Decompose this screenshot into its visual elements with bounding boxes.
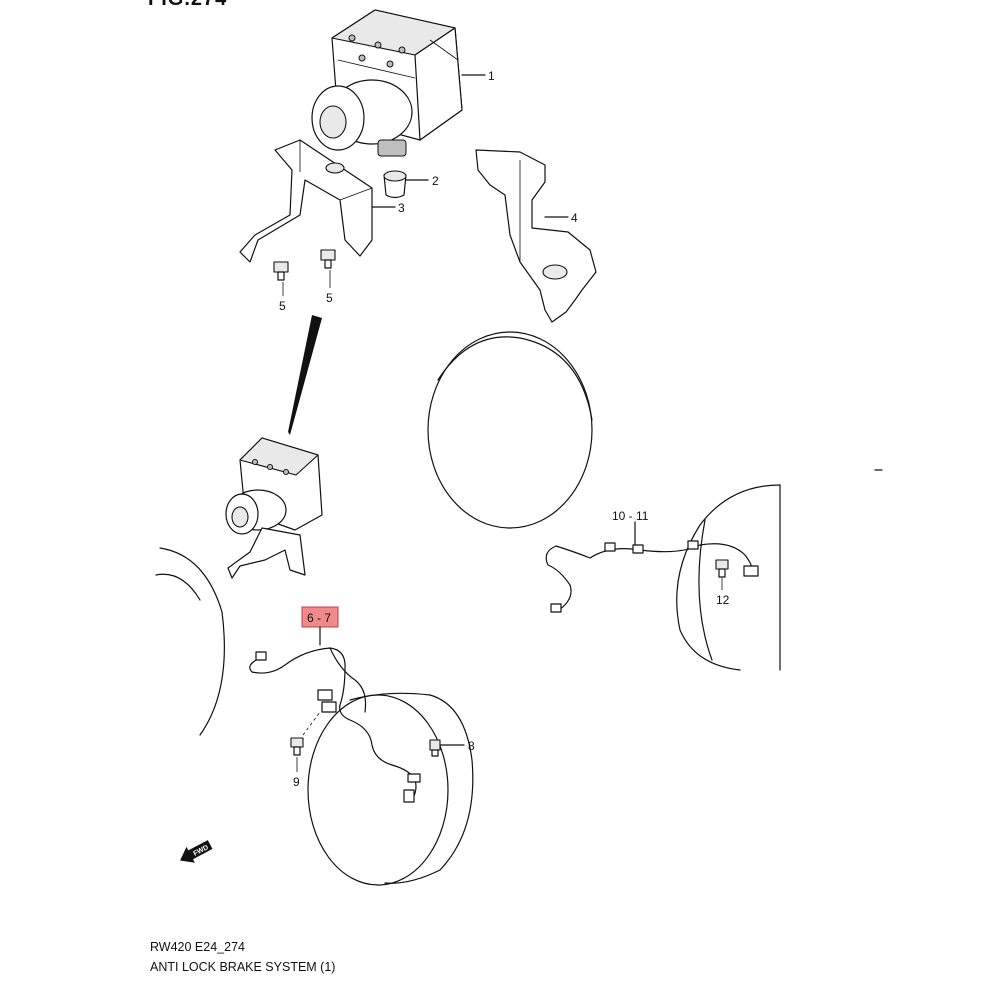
wheel-rear-right (427, 331, 593, 529)
front-wheel-speed-sensor-harness[interactable] (249, 647, 421, 803)
callout-8: 8 (468, 739, 475, 753)
callout-10-11: 10 - 11 (612, 509, 649, 523)
view-pointer (288, 315, 322, 435)
wheel-front-right (307, 692, 474, 886)
callout-5b: 5 (326, 291, 333, 305)
callout-4: 4 (571, 211, 578, 225)
callout-2: 2 (432, 174, 439, 188)
callout-3: 3 (398, 201, 405, 215)
abs-bracket[interactable] (239, 139, 396, 263)
diagram-title: ANTI LOCK BRAKE SYSTEM (1) (150, 960, 336, 974)
rear-wheel-speed-sensor-harness[interactable] (545, 540, 759, 613)
bolt-5a[interactable] (273, 261, 289, 296)
abs-bracket-support[interactable] (475, 149, 597, 323)
callout-6-7: 6 - 7 (307, 611, 331, 625)
bolt-8[interactable] (429, 739, 465, 757)
fwd-arrow-icon: FWD (180, 840, 213, 863)
grommet[interactable] (383, 170, 429, 199)
abs-unit-installed (225, 437, 323, 579)
wheel-front-left (155, 547, 225, 736)
figure-header: FIG.274 (148, 0, 227, 11)
callout-1: 1 (488, 69, 495, 83)
bolt-12[interactable] (715, 559, 729, 590)
callout-5a: 5 (279, 299, 286, 313)
bolt-5b[interactable] (320, 249, 336, 288)
diagram-code: RW420 E24_274 (150, 940, 245, 954)
abs-hydraulic-unit[interactable] (311, 9, 486, 157)
callout-12: 12 (716, 593, 730, 607)
wheel-rear-left-partial (676, 469, 883, 671)
bolt-9[interactable] (290, 711, 321, 772)
callout-9: 9 (293, 775, 300, 789)
fwd-label: FWD (192, 844, 209, 858)
